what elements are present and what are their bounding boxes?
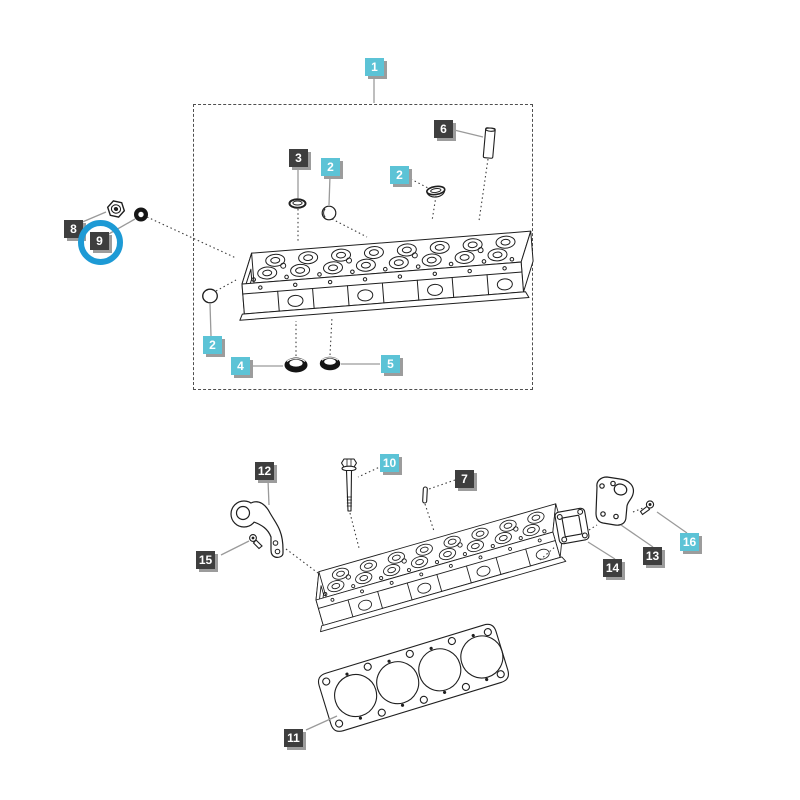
part-label-14[interactable]: 14 [603,559,622,577]
valve-seal-3-illustration [288,198,307,209]
cylinder-head-illustration-bottom [304,503,573,633]
cap-plug-2b-illustration [426,185,446,198]
part-label-12[interactable]: 12 [255,462,274,480]
hex-nut-8-illustration [106,200,126,218]
cylinder-head-illustration-top [234,230,537,321]
assembly-group-box [193,104,533,390]
part-label-3[interactable]: 3 [289,149,308,167]
part-label-4[interactable]: 4 [231,357,250,375]
mounting-bracket-13-illustration [595,476,635,526]
dowel-pin-7-illustration [422,486,428,504]
flange-bolt-16-illustration [639,500,655,516]
part-label-9[interactable]: 9 [90,232,109,250]
valve-guide-illustration [482,127,496,159]
part-label-7[interactable]: 7 [455,470,474,488]
part-label-1[interactable]: 1 [365,58,384,76]
valve-stem-seal-4-illustration [284,357,308,373]
part-label-2b[interactable]: 2 [390,166,409,184]
valve-stem-seal-5-illustration [319,356,341,371]
leader-lines [79,78,688,731]
cup-plug-2a-illustration [321,205,337,221]
flange-bolt-15-illustration [249,534,263,550]
part-label-8[interactable]: 8 [64,220,83,238]
part-label-2a[interactable]: 2 [321,158,340,176]
part-label-2c[interactable]: 2 [203,336,222,354]
part-label-13[interactable]: 13 [643,547,662,565]
head-bolt-10-illustration [340,458,358,512]
part-label-5[interactable]: 5 [381,355,400,373]
cup-plug-2c-illustration [202,288,218,304]
part-label-11[interactable]: 11 [284,729,303,747]
part-label-16[interactable]: 16 [680,533,699,551]
lifting-bracket-12-illustration [230,500,284,558]
washer-9-illustration [134,207,148,222]
head-gasket-11-illustration [315,621,512,735]
square-gasket-14-illustration [554,507,590,545]
assembly-dotted-lines [146,158,644,574]
part-label-15[interactable]: 15 [196,551,215,569]
part-label-6[interactable]: 6 [434,120,453,138]
part-label-10[interactable]: 10 [380,454,399,472]
